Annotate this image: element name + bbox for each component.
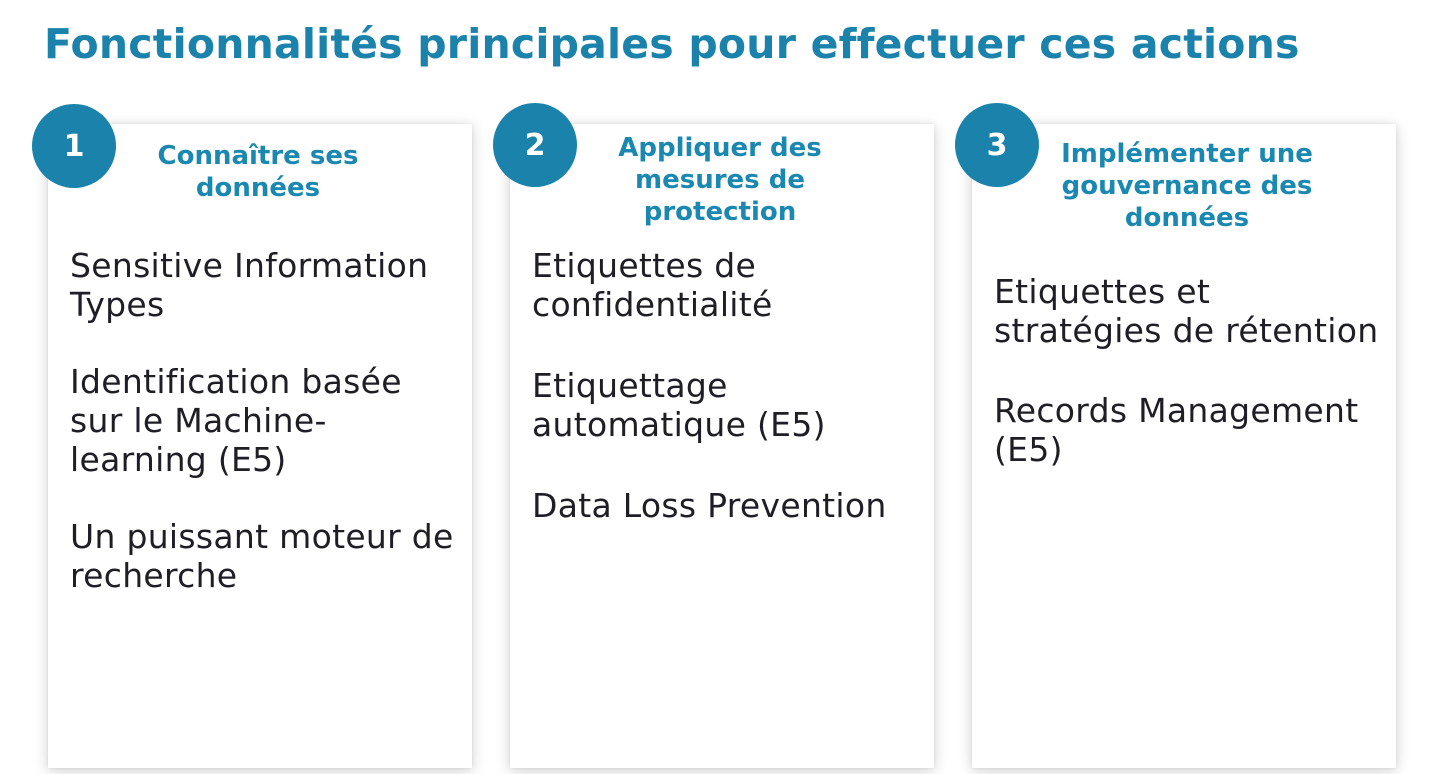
- feature-item: Data Loss Prevention: [532, 486, 887, 525]
- feature-list-1: Sensitive Information Types Identificati…: [70, 246, 456, 595]
- feature-card-1: Connaître ses données Sensitive Informat…: [48, 124, 472, 768]
- card-heading-2: Appliquer des mesures de protection: [618, 133, 822, 227]
- feature-list-2: Etiquettes de confidentialité Etiquettag…: [532, 246, 918, 525]
- feature-item: Etiquettes et stratégies de rétention: [994, 272, 1379, 350]
- feature-card-2: Appliquer des mesures de protection Etiq…: [510, 124, 934, 768]
- feature-item: Identification basée sur le Machine-lear…: [70, 362, 402, 479]
- feature-card-3: Implémenter une gouvernance des données …: [972, 124, 1396, 768]
- card-heading-3: Implémenter une gouvernance des données: [1061, 139, 1313, 233]
- feature-item: Etiquettage automatique (E5): [532, 366, 826, 444]
- card-heading-1: Connaître ses données: [157, 141, 359, 203]
- step-number-badge-2: 2: [493, 103, 577, 187]
- slide-title: Fonctionnalités principales pour effectu…: [44, 20, 1300, 68]
- step-number-badge-3: 3: [955, 103, 1039, 187]
- feature-item: Un puissant moteur de recherche: [70, 517, 454, 595]
- step-number-badge-1: 1: [32, 104, 116, 188]
- feature-item: Records Management (E5): [994, 391, 1359, 469]
- feature-item: Sensitive Information Types: [70, 246, 429, 324]
- feature-list-3: Etiquettes et stratégies de rétention Re…: [994, 272, 1380, 469]
- feature-item: Etiquettes de confidentialité: [532, 246, 773, 324]
